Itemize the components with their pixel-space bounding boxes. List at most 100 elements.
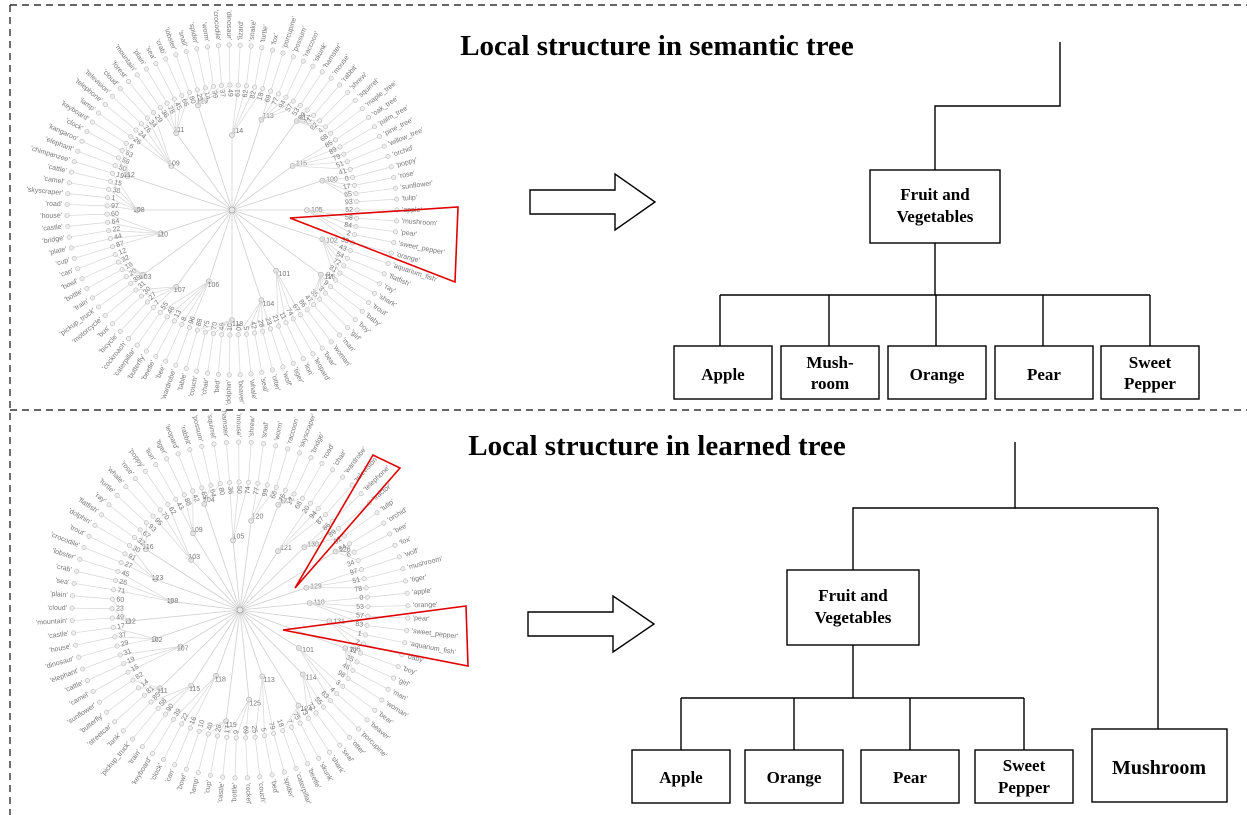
internal-edge <box>232 540 241 611</box>
leaf-node <box>173 496 179 502</box>
leaf-edge <box>322 239 341 274</box>
leaf-node <box>163 711 169 717</box>
leaf-edge <box>197 84 231 106</box>
leaf-id: 39 <box>173 708 183 718</box>
label-node <box>96 304 101 310</box>
child-node-apple: Apple <box>631 749 731 804</box>
leaf-edge <box>124 553 156 580</box>
leaf-label: 'orange' <box>395 251 420 264</box>
leaf-node <box>105 195 111 201</box>
leaf-spoke <box>338 502 370 529</box>
leaf-spoke <box>128 307 154 339</box>
internal-edge <box>239 609 300 649</box>
leaf-id: 30 <box>142 286 153 297</box>
internal-edge <box>160 209 233 234</box>
leaf-node <box>322 290 328 296</box>
leaf-spoke <box>285 452 300 491</box>
internal-node-id: 103 <box>188 554 200 561</box>
leaf-node <box>208 482 214 488</box>
leaf-node <box>252 734 258 740</box>
leaf-label: 'skyscraper' <box>26 186 63 197</box>
leaf-spoke <box>128 81 154 113</box>
internal-node-id: 111 <box>157 688 168 695</box>
label-node <box>330 467 336 473</box>
leaf-label: 'orange' <box>413 602 438 610</box>
label-node <box>173 362 179 368</box>
internal-node-id: 120 <box>252 514 264 521</box>
leaf-spoke <box>92 671 129 692</box>
leaf-spoke <box>285 61 304 98</box>
leaf-spoke <box>86 131 123 151</box>
leaf-id: 70 <box>160 511 170 522</box>
label-node <box>358 491 364 497</box>
leaf-edge <box>221 319 233 335</box>
leaf-edge <box>309 602 368 617</box>
leaf-node <box>304 107 310 113</box>
leaf-id: 84 <box>344 222 353 230</box>
leaf-spoke <box>353 533 390 553</box>
leaf-label: 'bed' <box>214 379 222 394</box>
leaf-spoke <box>366 580 406 589</box>
leaf-node <box>358 567 364 572</box>
leaf-label: 'beaver' <box>237 380 245 404</box>
leaf-node <box>144 115 150 121</box>
label-node <box>79 276 85 282</box>
leaf-spoke <box>146 68 168 104</box>
leaf-label: 'seal' <box>259 377 269 394</box>
leaf-id: 40 <box>206 722 215 731</box>
leaf-id: 26 <box>132 136 143 146</box>
leaf-node <box>123 140 129 146</box>
internal-node-id: 127 <box>280 498 292 505</box>
leaf-edge <box>292 153 344 167</box>
internal-node-id: 118 <box>215 677 226 684</box>
label-node <box>356 726 362 732</box>
leaf-label: 'girl' <box>348 329 361 342</box>
label-node <box>352 97 358 103</box>
leaf-spoke <box>106 687 139 713</box>
leaf-edge <box>117 638 155 647</box>
leaf-node <box>233 735 239 741</box>
leaf-edge <box>204 483 221 505</box>
leaf-id: 94 <box>278 99 288 109</box>
leaf-node <box>351 549 357 555</box>
internal-edge <box>197 105 233 211</box>
leaf-spoke <box>234 737 237 778</box>
leaf-edge <box>141 123 172 167</box>
leaf-label: 'bear' <box>377 711 395 727</box>
leaf-node <box>350 174 356 180</box>
leaf-node <box>151 110 157 116</box>
leaf-spoke <box>367 615 408 619</box>
leaf-label: 'can' <box>59 268 75 280</box>
leaf-label: 'clock' <box>150 763 165 783</box>
internal-edge <box>231 209 262 301</box>
leaf-node <box>110 170 115 176</box>
internal-node-id: 106 <box>349 647 361 654</box>
leaf-label: 'shrew' <box>248 416 256 438</box>
leaf-spoke <box>254 332 263 373</box>
leaf-label: 'bottle' <box>231 783 239 803</box>
leaf-node <box>280 728 286 734</box>
leaf-spoke <box>282 730 297 769</box>
leaf-node <box>365 604 371 610</box>
label-node <box>359 308 365 314</box>
label-node <box>300 58 306 64</box>
internal-node-id: 105 <box>311 207 323 214</box>
leaf-label: 'trout' <box>68 524 86 538</box>
leaf-node <box>170 716 176 722</box>
leaf-label: 'sunflower' <box>400 180 433 191</box>
leaf-spoke <box>155 464 177 500</box>
leaf-id: 50 <box>118 164 128 173</box>
leaf-spoke <box>67 204 108 207</box>
label-node <box>102 313 108 319</box>
leaf-label: 'lobster' <box>51 548 76 562</box>
leaf-label: 'mountain' <box>36 618 68 627</box>
leaf-edge <box>304 535 345 548</box>
leaf-label: 'castle' <box>47 630 69 640</box>
leaf-id: 39 <box>132 274 143 284</box>
leaf-node <box>219 82 225 88</box>
leaf-id: 65 <box>199 491 208 501</box>
leaf-id: 32 <box>121 254 131 264</box>
label-node <box>236 439 242 445</box>
leaf-node <box>350 667 356 673</box>
internal-edge <box>239 504 279 611</box>
